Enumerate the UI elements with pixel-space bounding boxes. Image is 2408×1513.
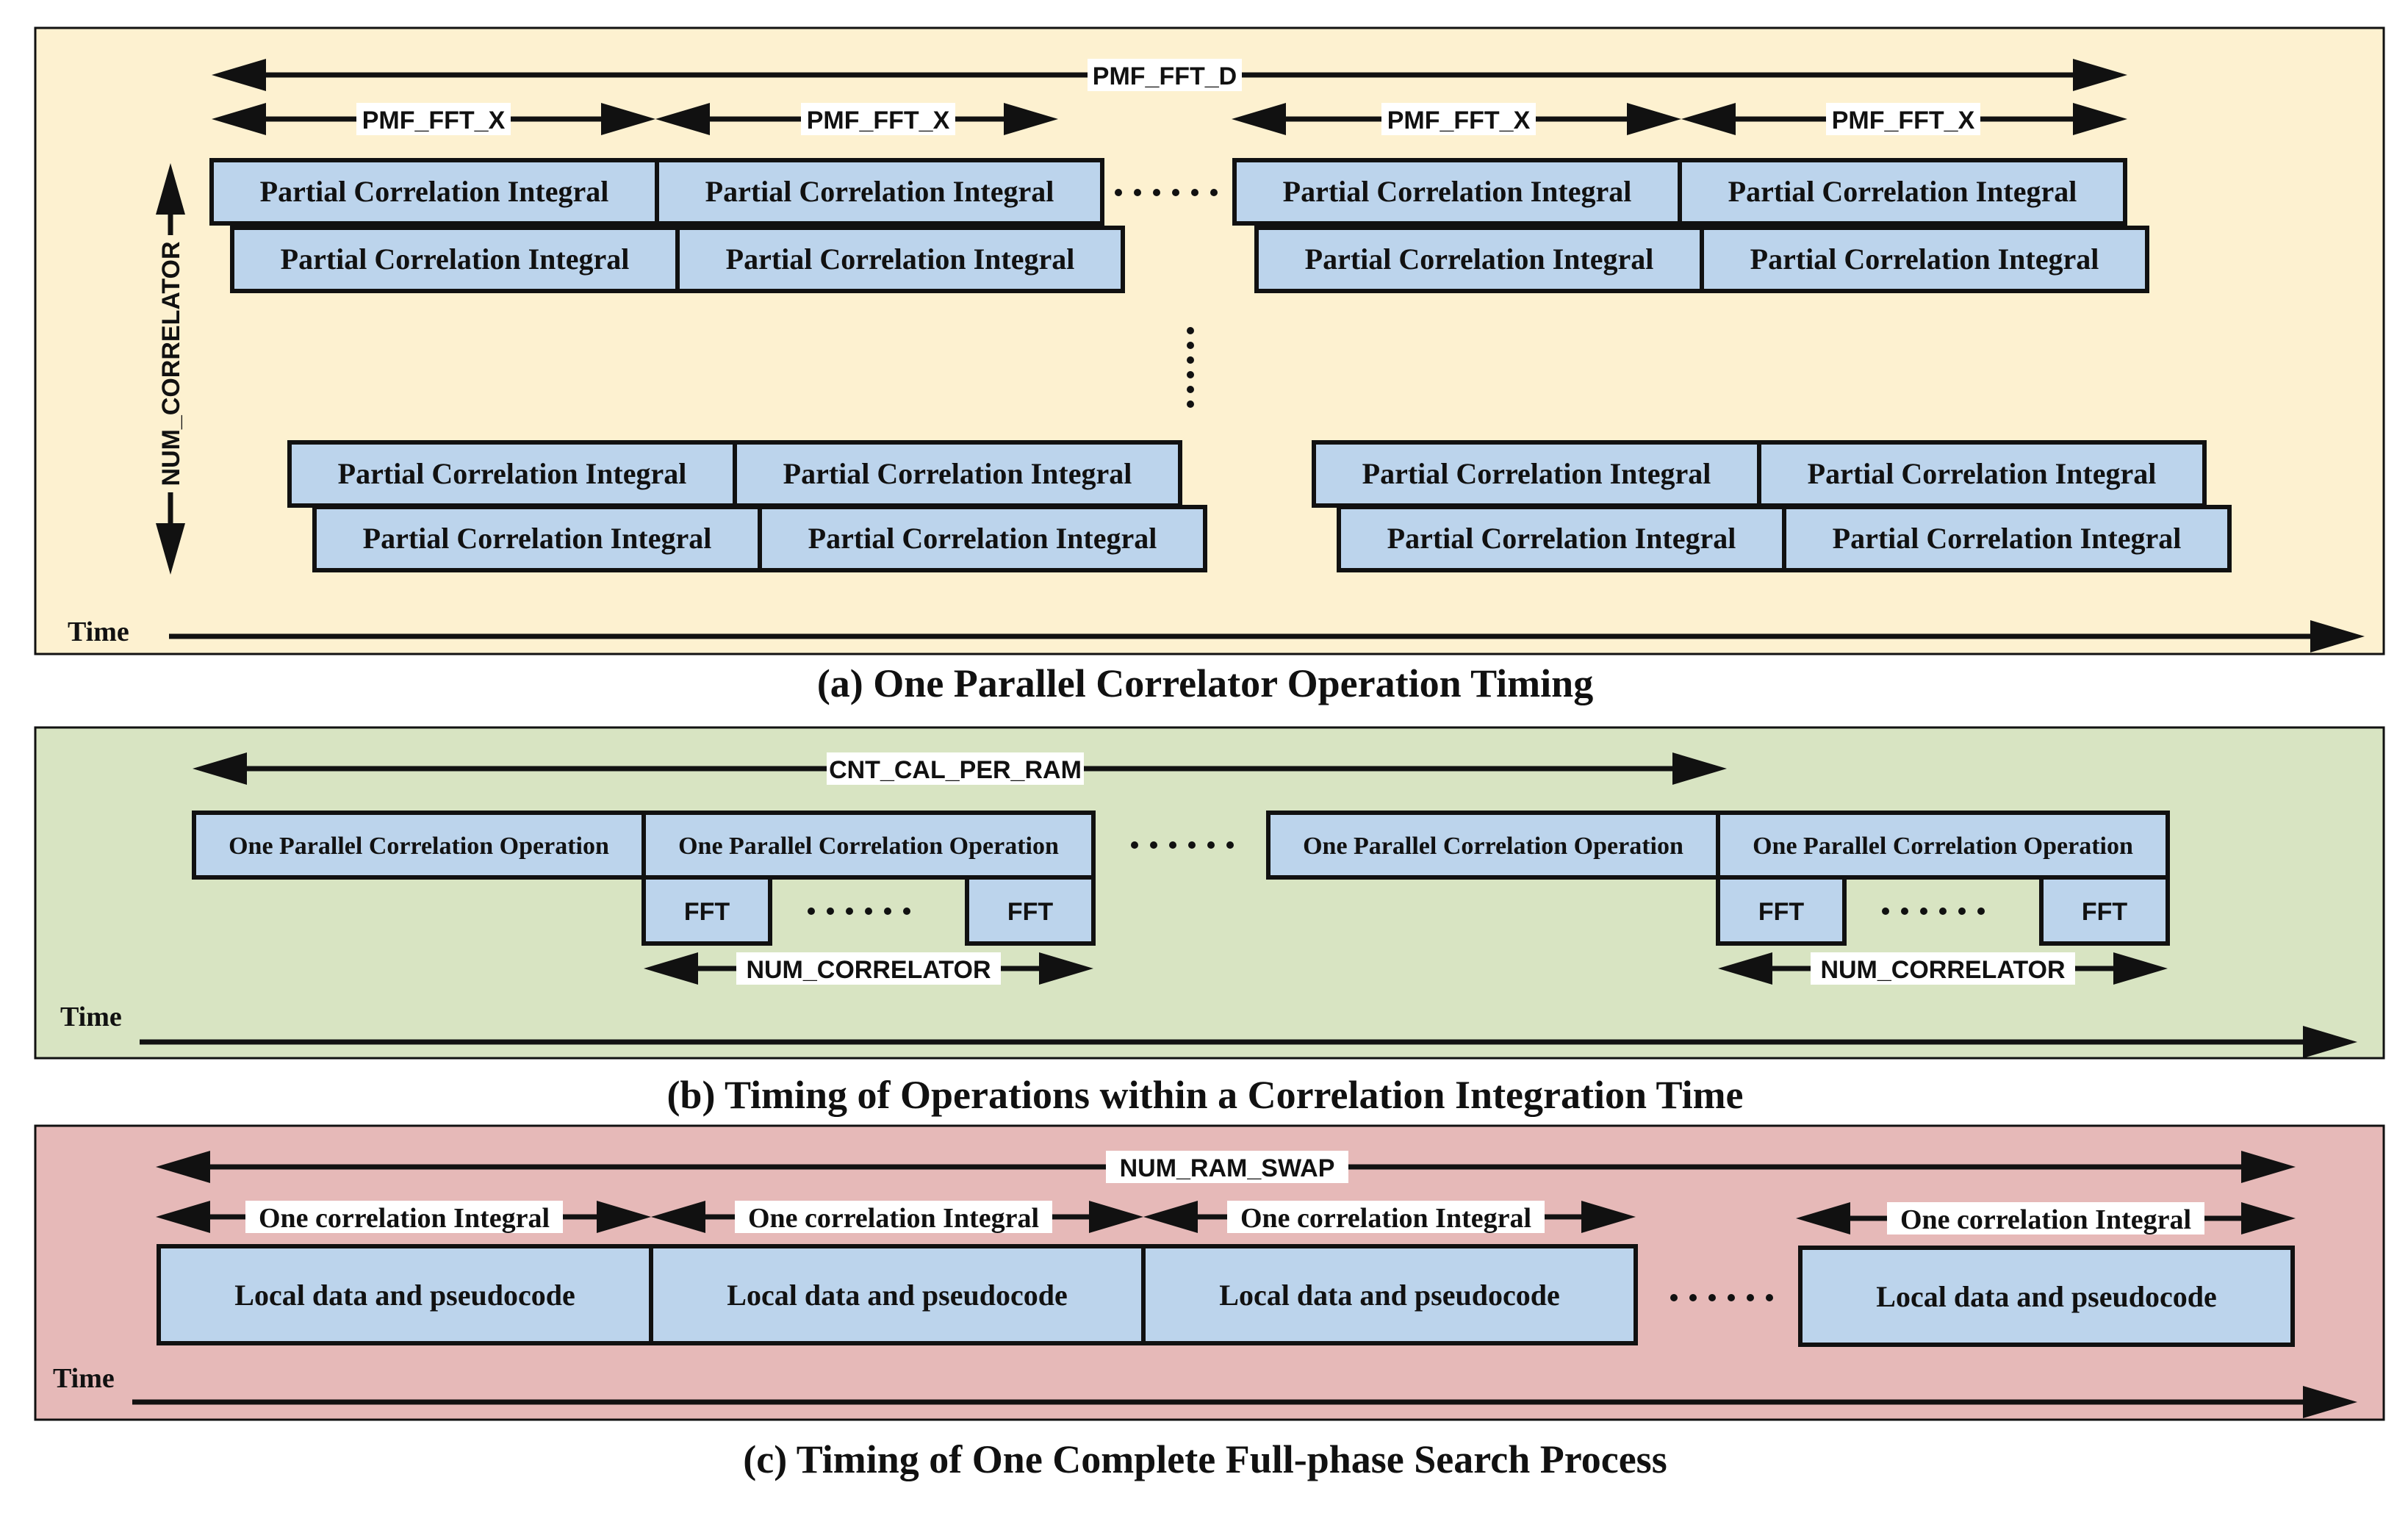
pci-box: Partial Correlation Integral xyxy=(1283,175,1632,208)
pci-box: Partial Correlation Integral xyxy=(1750,242,2099,276)
correlation-integral-arrow-1: One correlation Integral xyxy=(156,1201,651,1234)
correlation-integral-label-4: One correlation Integral xyxy=(1900,1204,2191,1235)
pci-box: Partial Correlation Integral xyxy=(1305,242,1654,276)
pci-box: Partial Correlation Integral xyxy=(1833,522,2182,555)
pci-box: Partial Correlation Integral xyxy=(808,522,1157,555)
pci-box: Partial Correlation Integral xyxy=(1808,457,2157,490)
local-data-box: Local data and pseudocode xyxy=(234,1279,575,1312)
pmf-fft-x-arrow-1: PMF_FFT_X xyxy=(212,103,655,135)
time-label-b: Time xyxy=(60,1002,122,1032)
caption-a: (a) One Parallel Correlator Operation Ti… xyxy=(817,661,1593,705)
pci-box: Partial Correlation Integral xyxy=(1728,175,2077,208)
panel-b: CNT_CAL_PER_RAM One Parallel Correlation… xyxy=(34,726,2385,1060)
operation-ellipsis xyxy=(1131,841,1234,849)
local-data-box: Local data and pseudocode xyxy=(727,1279,1067,1312)
correlation-integral-arrow-4: One correlation Integral xyxy=(1796,1202,2296,1235)
caption-b: (b) Timing of Operations within a Correl… xyxy=(666,1073,1743,1117)
pmf-fft-x-label-2: PMF_FFT_X xyxy=(807,107,950,134)
fft-box: FFT xyxy=(1007,898,1054,926)
correlation-integral-arrow-2: One correlation Integral xyxy=(651,1201,1143,1234)
cnt-cal-per-ram-label: CNT_CAL_PER_RAM xyxy=(829,756,1082,784)
fft-ellipsis-left xyxy=(808,908,910,915)
pci-box: Partial Correlation Integral xyxy=(260,175,609,208)
fft-box: FFT xyxy=(1758,898,1805,926)
pmf-fft-x-arrow-2: PMF_FFT_X xyxy=(655,103,1058,135)
correlation-integral-label-1: One correlation Integral xyxy=(259,1203,550,1234)
pmf-fft-x-label-1: PMF_FFT_X xyxy=(362,107,506,134)
pmf-fft-x-label-3: PMF_FFT_X xyxy=(1387,107,1531,134)
pmf-fft-d-arrow: PMF_FFT_D xyxy=(212,59,2127,91)
local-data-box: Local data and pseudocode xyxy=(1876,1280,2216,1313)
pci-group-top-right: Partial Correlation Integral Partial Cor… xyxy=(1232,158,2149,293)
time-axis-b xyxy=(140,1026,2357,1058)
pci-box: Partial Correlation Integral xyxy=(281,242,630,276)
pmf-fft-x-arrow-4: PMF_FFT_X xyxy=(1681,103,2127,135)
fft-ellipsis-right xyxy=(1882,908,1985,915)
pci-group-bottom-right: Partial Correlation Integral Partial Cor… xyxy=(1312,440,2232,572)
num-correlator-vertical-label: NUM_CORRELATOR xyxy=(157,241,185,486)
panel-a: PMF_FFT_D PMF_FFT_X PMF_FFT_X PMF_FFT_X xyxy=(34,26,2385,655)
time-label-c: Time xyxy=(53,1363,115,1394)
pci-box: Partial Correlation Integral xyxy=(783,457,1132,490)
num-correlator-arrow-left: NUM_CORRELATOR xyxy=(644,952,1093,985)
pci-group-top-left: Partial Correlation Integral Partial Cor… xyxy=(209,158,1125,293)
pci-box: Partial Correlation Integral xyxy=(1387,522,1736,555)
pci-box: Partial Correlation Integral xyxy=(363,522,712,555)
time-label-a: Time xyxy=(68,617,129,647)
pci-group-bottom-left: Partial Correlation Integral Partial Cor… xyxy=(287,440,1207,572)
pci-box: Partial Correlation Integral xyxy=(726,242,1075,276)
num-ram-swap-label: NUM_RAM_SWAP xyxy=(1120,1154,1335,1182)
correlation-integral-label-2: One correlation Integral xyxy=(748,1203,1039,1234)
parallel-correlation-box: One Parallel Correlation Operation xyxy=(678,833,1059,860)
horizontal-ellipsis xyxy=(1115,189,1218,196)
pmf-fft-x-arrow-3: PMF_FFT_X xyxy=(1232,103,1681,135)
num-correlator-label: NUM_CORRELATOR xyxy=(1820,956,2065,984)
parallel-correlation-box: One Parallel Correlation Operation xyxy=(1303,833,1683,860)
fft-box: FFT xyxy=(2082,898,2128,926)
pmf-fft-x-label-4: PMF_FFT_X xyxy=(1832,107,1975,134)
vertical-ellipsis xyxy=(1187,327,1194,408)
num-correlator-arrow-right: NUM_CORRELATOR xyxy=(1718,952,2168,985)
parallel-correlation-box: One Parallel Correlation Operation xyxy=(1753,833,2133,860)
parallel-correlation-box: One Parallel Correlation Operation xyxy=(229,833,609,860)
time-axis-c xyxy=(132,1386,2357,1418)
num-correlator-label: NUM_CORRELATOR xyxy=(746,956,991,984)
pmf-fft-d-label: PMF_FFT_D xyxy=(1093,62,1237,90)
time-axis-a xyxy=(169,620,2365,653)
local-data-ellipsis xyxy=(1670,1294,1773,1301)
panel-c: NUM_RAM_SWAP One correlation Integral On… xyxy=(34,1124,2385,1421)
pci-box: Partial Correlation Integral xyxy=(338,457,687,490)
correlation-integral-arrow-3: One correlation Integral xyxy=(1143,1201,1636,1234)
correlation-integral-label-3: One correlation Integral xyxy=(1240,1203,1531,1234)
fft-box: FFT xyxy=(684,898,730,926)
num-correlator-vertical-arrow: NUM_CORRELATOR xyxy=(153,163,188,575)
cnt-cal-per-ram-arrow: CNT_CAL_PER_RAM xyxy=(193,752,1727,785)
num-ram-swap-arrow: NUM_RAM_SWAP xyxy=(156,1151,2296,1183)
pci-box: Partial Correlation Integral xyxy=(1362,457,1711,490)
pci-box: Partial Correlation Integral xyxy=(705,175,1054,208)
local-data-box: Local data and pseudocode xyxy=(1219,1279,1559,1312)
panel-b-background xyxy=(34,726,2385,1060)
caption-c: (c) Timing of One Complete Full-phase Se… xyxy=(743,1437,1667,1481)
